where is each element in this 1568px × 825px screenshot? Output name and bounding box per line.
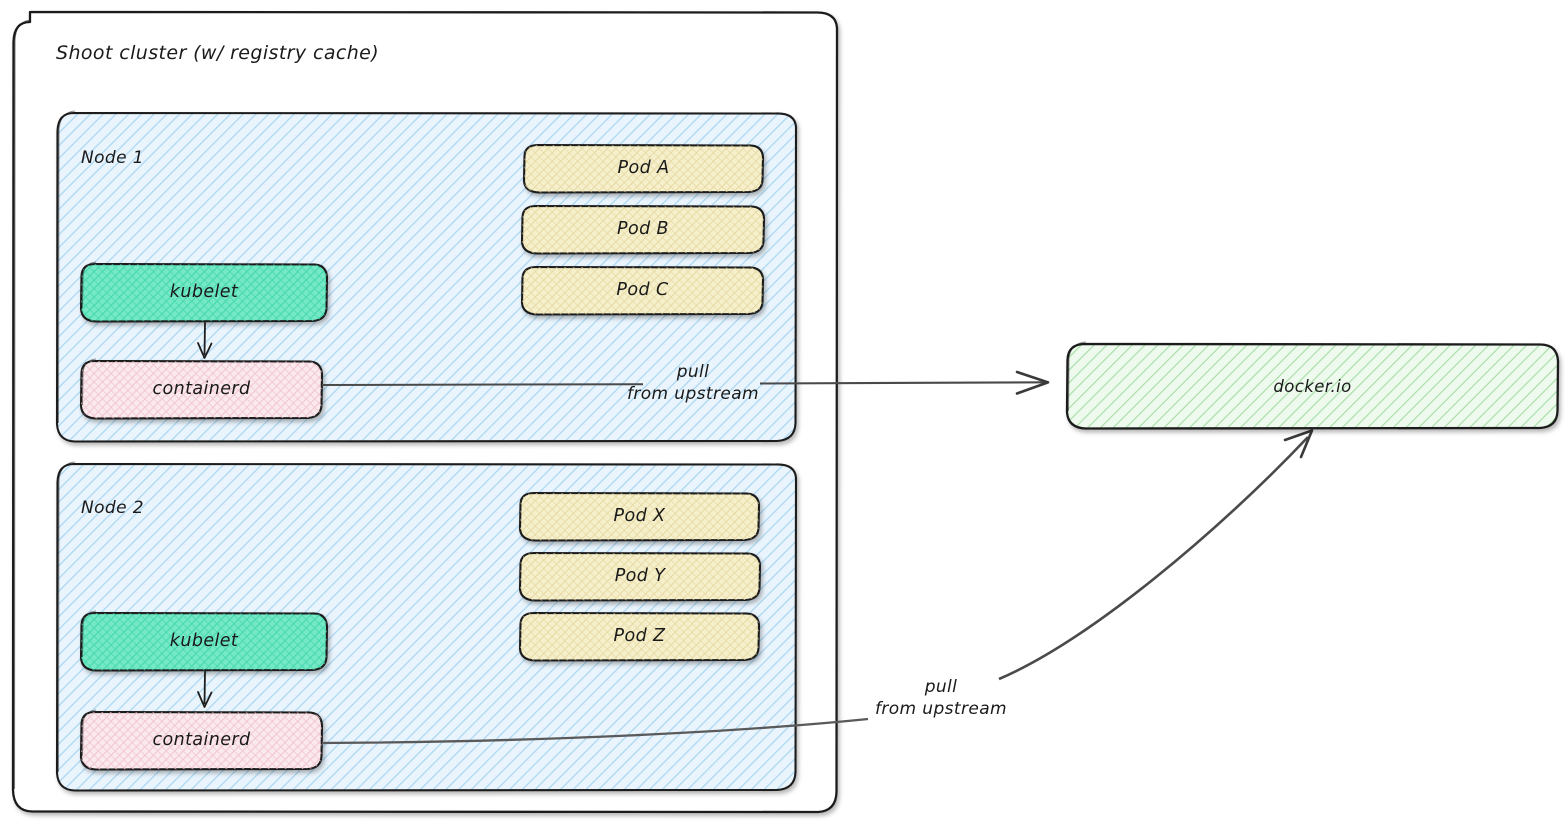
node-2-containerd-box[interactable] [79,709,324,771]
node-2-pod-y-box[interactable] [518,551,762,602]
node-2-pod-z-box[interactable] [518,611,761,662]
node-2-kubelet-box[interactable] [79,610,329,672]
edge-node-2-containerd-to-registry [321,429,1314,745]
edge-node-2-kubelet-to-containerd [197,670,213,708]
node-1-containerd-box[interactable] [79,358,324,420]
node-1-kubelet-box[interactable] [79,261,329,323]
node-2-container [55,461,798,792]
node-1-pod-c-box[interactable] [520,265,765,316]
node-1-container [55,110,798,443]
edge-node-1-containerd-to-registry [321,370,1050,395]
node-2-pod-x-box[interactable] [518,491,761,542]
node-1-pod-a-box[interactable] [522,143,765,194]
node-1-pod-b-box[interactable] [520,204,766,255]
edge-node-1-kubelet-to-containerd [197,321,213,359]
registry-box[interactable] [1065,341,1560,430]
